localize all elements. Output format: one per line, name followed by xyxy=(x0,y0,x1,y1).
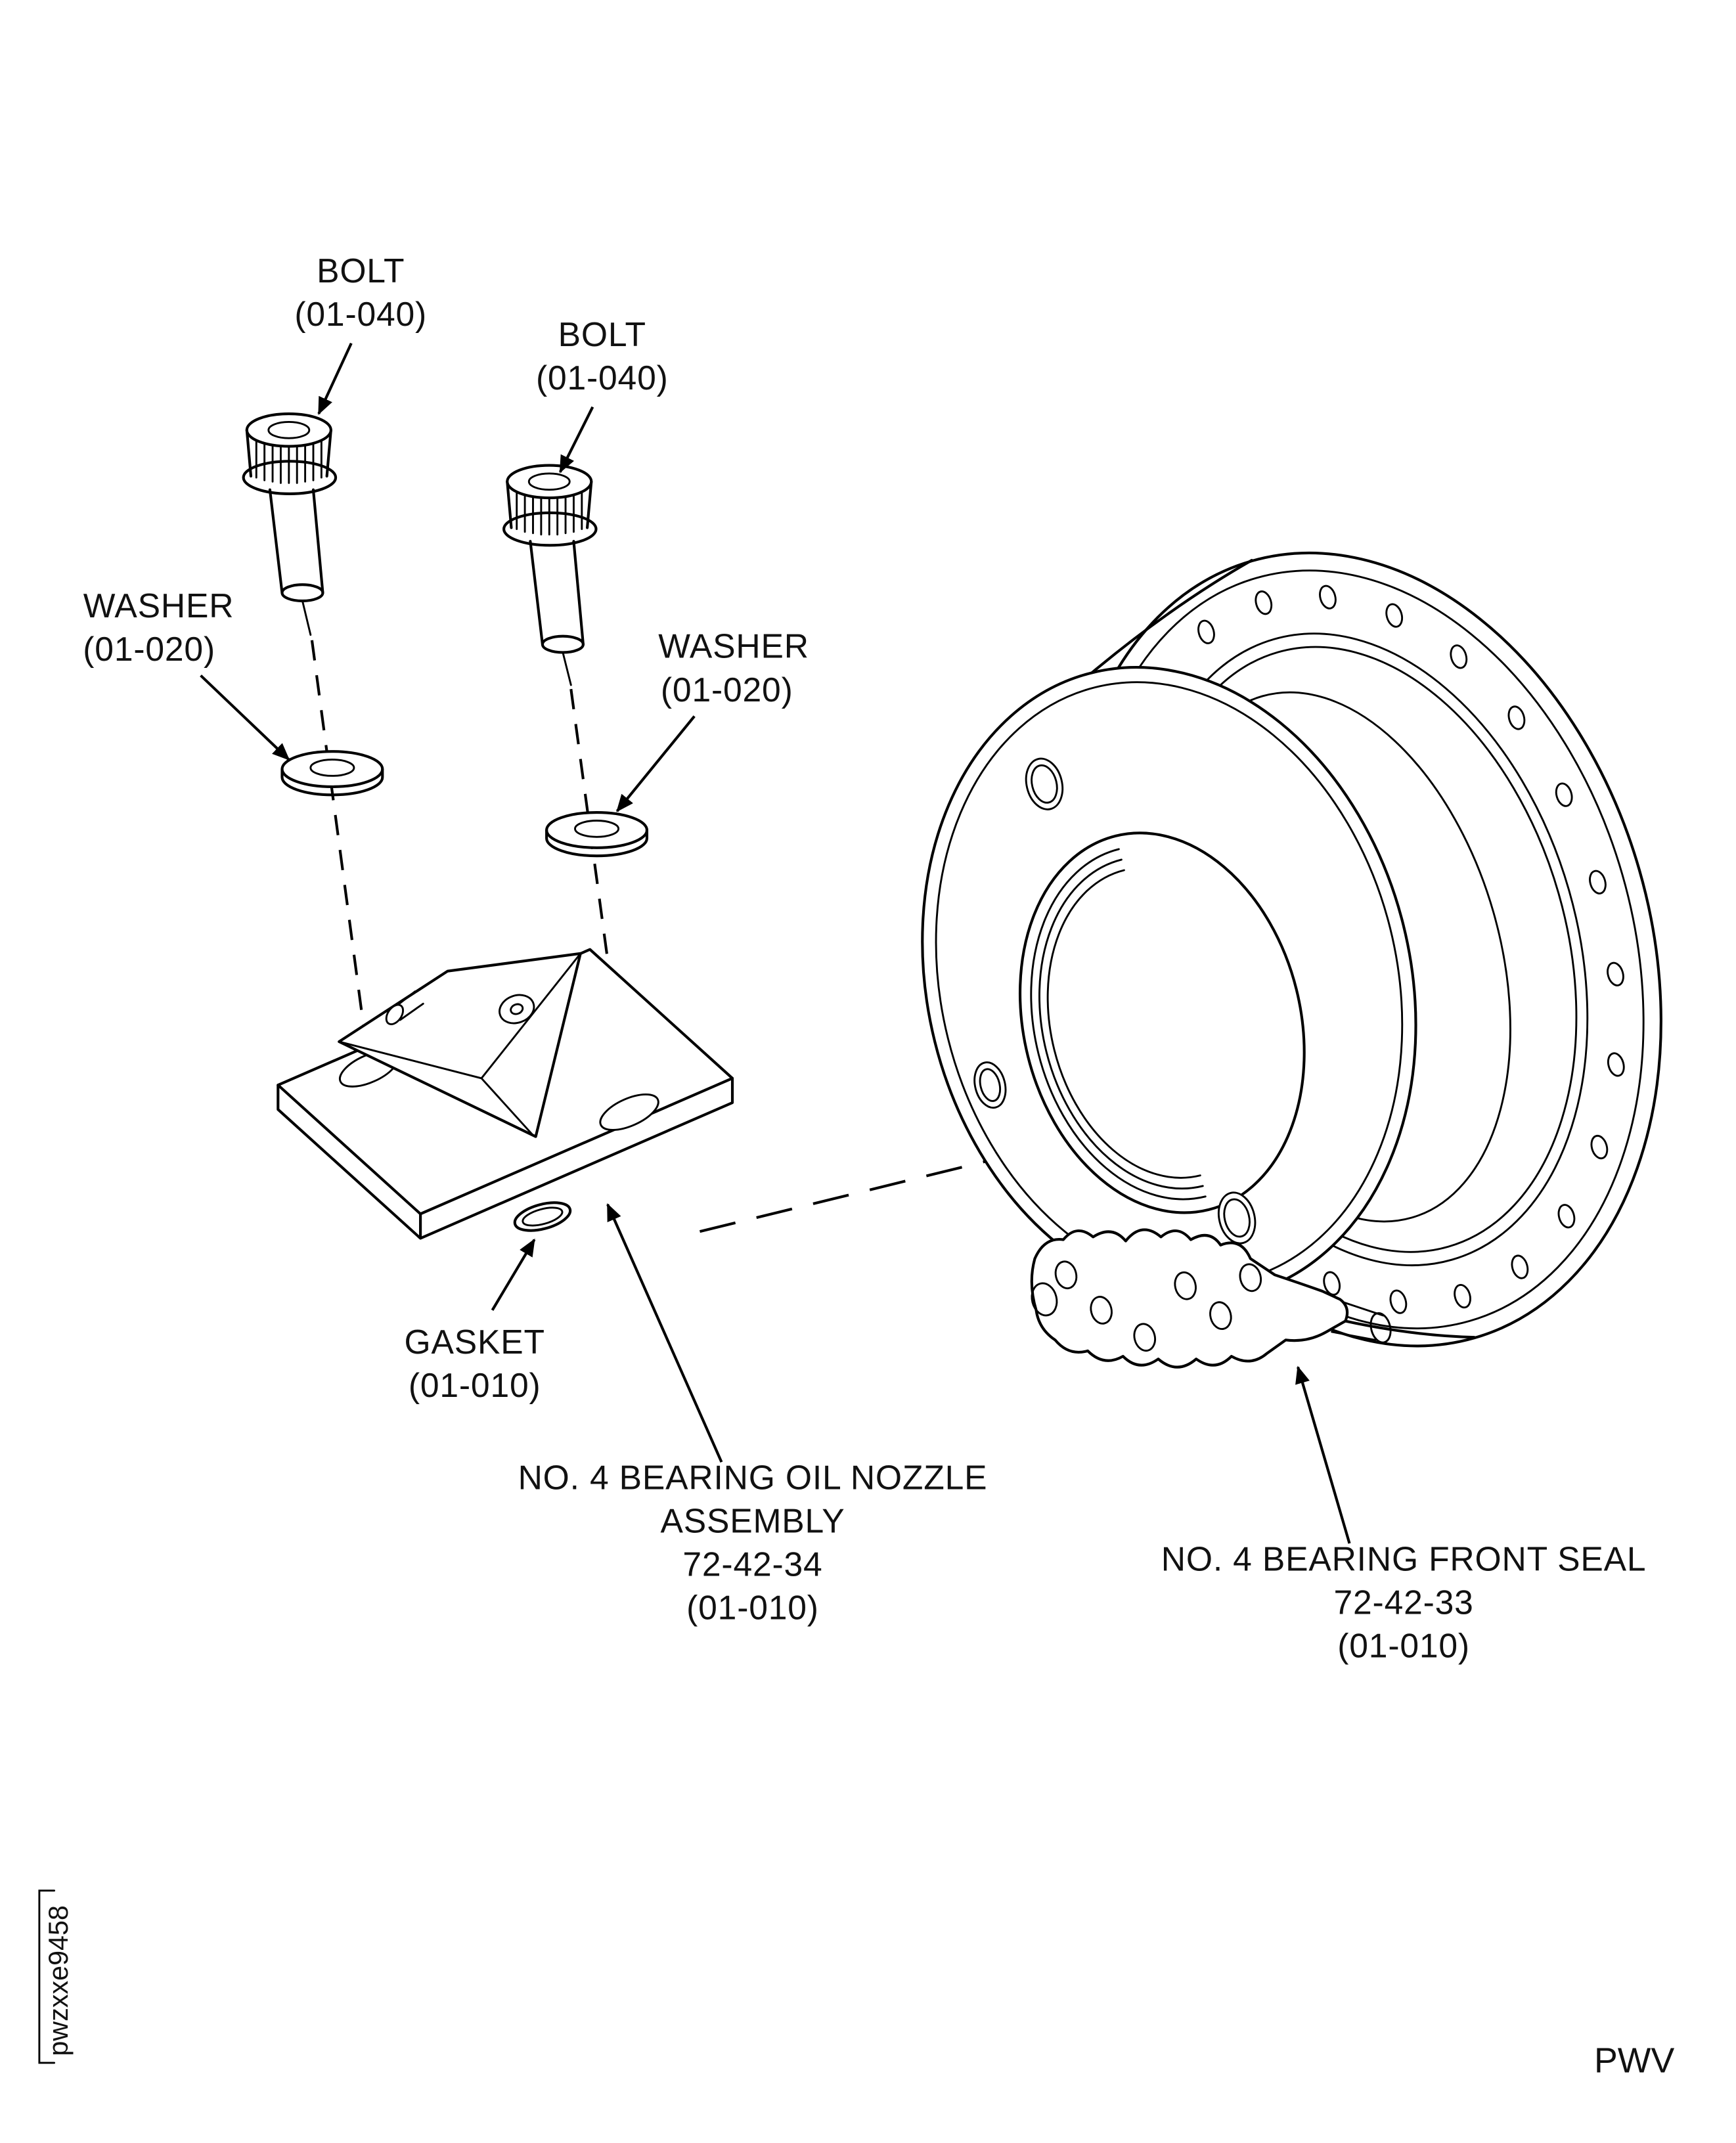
label-washer-right-line1: WASHER xyxy=(658,627,809,665)
nozzle-wedge-ridges xyxy=(338,952,582,1136)
bearing-housing-part xyxy=(921,551,1662,1369)
label-washer-left: WASHER (01-020) xyxy=(83,586,234,668)
washer-left-part xyxy=(280,750,384,797)
arrow-gasket xyxy=(491,1238,536,1311)
footer-marks: pwzxxe9458 PWV xyxy=(38,1889,1674,2080)
label-bolt-left: BOLT (01-040) xyxy=(294,252,427,333)
arrow-washer-left xyxy=(200,674,290,761)
arrow-bolt-right xyxy=(558,406,594,474)
front-seal-pad xyxy=(1030,1228,1392,1369)
nozzle-plate-thickness xyxy=(277,1076,734,1240)
central-bore xyxy=(1018,831,1306,1214)
label-bolt-right-line1: BOLT xyxy=(558,315,646,353)
nozzle-plate-hole-right xyxy=(599,1094,659,1131)
label-gasket-line2: (01-010) xyxy=(409,1366,541,1404)
label-washer-left-line2: (01-020) xyxy=(83,630,215,668)
arrow-washer-right xyxy=(615,715,696,812)
front-seal-pad-holes xyxy=(1031,1260,1262,1352)
bolt-left-tip-line xyxy=(301,600,312,636)
bolt-left-collar xyxy=(242,460,338,495)
label-gasket-line1: GASKET xyxy=(405,1323,545,1361)
nozzle-boss xyxy=(499,994,535,1025)
page-code: PWV xyxy=(1594,2041,1674,2080)
bolt-right-tip-line xyxy=(562,652,572,686)
label-bolt-right: BOLT (01-040) xyxy=(536,315,669,397)
label-bolt-left-line1: BOLT xyxy=(317,252,405,290)
cone-silhouette-top xyxy=(1090,558,1253,674)
label-gasket: GASKET (01-010) xyxy=(405,1323,545,1404)
arrow-front-seal xyxy=(1295,1365,1351,1544)
centerline-left xyxy=(310,640,370,1067)
front-flange xyxy=(921,666,1417,1301)
oil-nozzle-assembly-part xyxy=(277,948,734,1240)
label-nozzle-line3: 72-42-34 xyxy=(682,1545,822,1583)
label-front-seal: NO. 4 BEARING FRONT SEAL 72-42-33 (01-01… xyxy=(1161,1539,1647,1665)
bolt-left-part xyxy=(242,412,338,636)
bolt-right-collar xyxy=(502,511,598,547)
callout-labels: BOLT (01-040) BOLT (01-040) WASHER (01-0… xyxy=(83,252,1647,1665)
arrow-bolt-left xyxy=(317,342,353,415)
label-washer-right-line2: (01-020) xyxy=(661,671,793,709)
label-nozzle-assembly: NO. 4 BEARING OIL NOZZLE ASSEMBLY 72-42-… xyxy=(518,1458,988,1627)
label-bolt-right-line2: (01-040) xyxy=(536,359,669,397)
gasket-part xyxy=(513,1201,572,1232)
washer-right-thickness xyxy=(545,828,648,858)
arrow-nozzle-assembly xyxy=(606,1203,723,1463)
label-washer-left-line1: WASHER xyxy=(83,586,234,625)
label-front-seal-line1: NO. 4 BEARING FRONT SEAL xyxy=(1161,1539,1647,1578)
watermark-bracket xyxy=(38,1889,56,2064)
label-front-seal-line3: (01-010) xyxy=(1337,1627,1470,1665)
washer-right-hole xyxy=(574,820,620,838)
label-nozzle-line4: (01-010) xyxy=(686,1589,819,1627)
watermark-text: pwzxxe9458 xyxy=(43,1905,74,2056)
seal-pipe-stub xyxy=(1331,1301,1392,1344)
label-washer-right: WASHER (01-020) xyxy=(658,627,809,709)
alignment-centerline xyxy=(699,1159,988,1233)
leader-arrows xyxy=(200,342,1351,1544)
washer-right-part xyxy=(545,811,648,858)
washer-left-hole xyxy=(309,759,355,777)
front-flange-holes xyxy=(973,757,1257,1245)
washer-left-thickness xyxy=(280,767,384,797)
label-nozzle-line1: NO. 4 BEARING OIL NOZZLE xyxy=(518,1458,988,1496)
label-front-seal-line2: 72-42-33 xyxy=(1334,1583,1474,1621)
bolt-right-part xyxy=(502,464,598,686)
label-bolt-left-line2: (01-040) xyxy=(294,295,427,333)
label-nozzle-line2: ASSEMBLY xyxy=(660,1502,845,1540)
